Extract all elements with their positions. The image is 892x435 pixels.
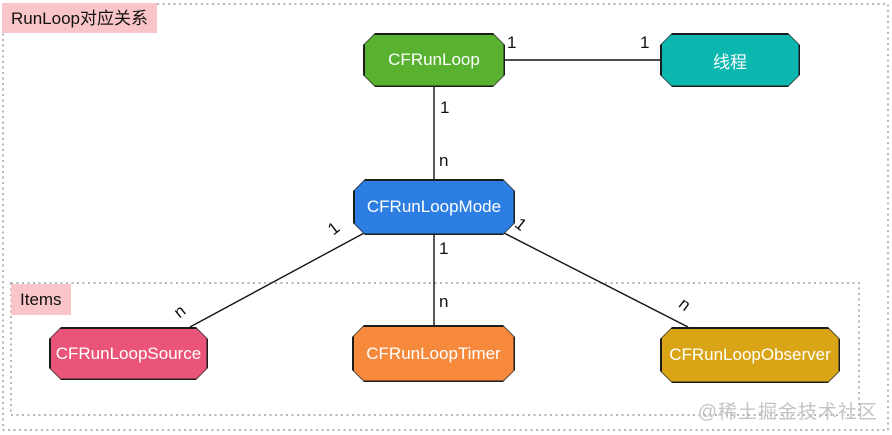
multiplicity-cfrunloop-thread-from: 1	[507, 33, 517, 52]
diagram-title: RunLoop对应关系	[2, 3, 158, 33]
edge-mode-observer	[501, 231, 689, 328]
node-cfrunloopobserver-label: CFRunLoopObserver	[669, 345, 831, 364]
node-cfrunloopsource-label: CFRunLoopSource	[55, 343, 202, 363]
node-cfrunlooptimer-label: CFRunLoopTimer	[366, 343, 501, 363]
node-cfrunloop-fill	[365, 35, 504, 86]
node-thread-label: 线程	[713, 52, 747, 72]
multiplicity-mode-timer-to: n	[439, 292, 449, 311]
multiplicity-cfrunloop-thread-to: 1	[640, 33, 650, 52]
items-group-border	[10, 282, 860, 416]
node-cfrunloopsource-fill	[51, 329, 207, 379]
node-cfrunloopmode-fill	[355, 181, 514, 234]
node-cfrunlooptimer: CFRunLoopTimer	[352, 325, 515, 382]
outer-dashed-border	[2, 3, 889, 431]
multiplicity-mode-timer-from: 1	[439, 239, 449, 258]
node-cfrunloopmode-label: CFRunLoopMode	[366, 197, 502, 216]
node-cfrunloopobserver: CFRunLoopObserver	[660, 327, 840, 383]
node-thread: 线程	[660, 33, 800, 87]
multiplicity-cfrunloop-mode-from: 1	[440, 98, 450, 117]
node-cfrunloopmode: CFRunLoopMode	[353, 179, 515, 235]
node-thread-fill	[662, 35, 799, 86]
multiplicity-cfrunloop-mode-to: n	[439, 151, 449, 170]
node-cfrunloop-label: CFRunLoop	[388, 50, 480, 69]
watermark: @稀土掘金技术社区	[697, 402, 878, 423]
node-cfrunloop: CFRunLoop	[363, 33, 505, 87]
node-cfrunloopobserver-fill	[662, 329, 839, 382]
items-group-label: Items	[11, 284, 71, 315]
edge-mode-source	[189, 231, 367, 328]
node-cfrunlooptimer-fill	[354, 327, 514, 381]
node-cfrunloopsource: CFRunLoopSource	[49, 327, 208, 380]
